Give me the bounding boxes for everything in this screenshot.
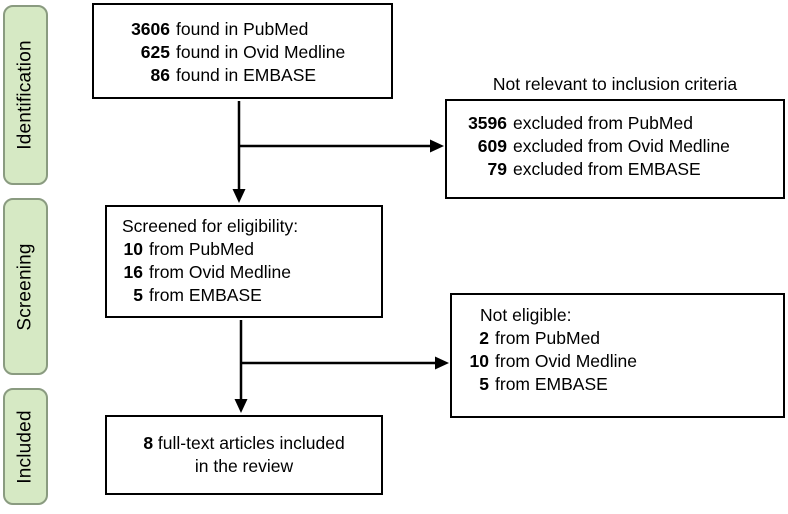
- stat-row: 10 from PubMed: [122, 238, 381, 261]
- stat-row: 79 excluded from EMBASE: [457, 158, 783, 181]
- stat-count: 86: [150, 65, 170, 85]
- stat-count: 16: [123, 262, 143, 282]
- stat-row: 10 from Ovid Medline: [467, 350, 783, 373]
- stage-pill-identification: Identification: [3, 5, 48, 185]
- stat-text: from Ovid Medline: [495, 351, 637, 371]
- not-eligible-box-heading: Not eligible:: [480, 305, 572, 325]
- stat-text: excluded from Ovid Medline: [513, 136, 730, 156]
- stage-label-identification: Identification: [14, 40, 36, 150]
- stage-pill-included: Included: [3, 388, 48, 505]
- stat-count: 10: [123, 239, 143, 259]
- stat-text: from EMBASE: [149, 285, 262, 305]
- stat-count: 79: [487, 159, 507, 179]
- stat-count: 5: [479, 374, 489, 394]
- stat-count: 10: [469, 351, 489, 371]
- stat-row: 2 from PubMed: [467, 327, 783, 350]
- stat-text: from Ovid Medline: [149, 262, 291, 282]
- stat-text: from EMBASE: [495, 374, 608, 394]
- not-eligible-box: Not eligible: 2 from PubMed 10 from Ovid…: [450, 293, 785, 418]
- excluded-box-caption: Not relevant to inclusion criteria: [492, 74, 738, 94]
- stat-count: 609: [477, 136, 507, 156]
- stat-row: 3606 found in PubMed: [125, 18, 391, 41]
- records-found-box: 3606 found in PubMed 625 found in Ovid M…: [92, 3, 393, 99]
- stage-label-included: Included: [14, 409, 36, 484]
- stat-count: 625: [140, 42, 170, 62]
- arrow-found-to-excluded: [240, 139, 444, 153]
- stat-count: 3596: [468, 113, 507, 133]
- stage-pill-screening: Screening: [3, 198, 48, 375]
- stat-text: found in EMBASE: [176, 65, 317, 85]
- stage-label-screening: Screening: [14, 242, 36, 331]
- stat-text: found in Ovid Medline: [176, 42, 346, 62]
- arrow-screened-to-included: [234, 320, 248, 413]
- stat-row: 625 found in Ovid Medline: [125, 41, 391, 64]
- stat-text: from PubMed: [495, 328, 601, 348]
- included-count: 8: [143, 433, 154, 453]
- included-box-line1: 8 full-text articles included: [143, 432, 344, 455]
- stat-count: 3606: [131, 19, 170, 39]
- stat-row: 86 found in EMBASE: [125, 64, 391, 87]
- stat-text: excluded from PubMed: [513, 113, 693, 133]
- arrow-screened-to-not-eligible: [241, 356, 449, 370]
- screened-box: Screened for eligibility: 10 from PubMed…: [105, 205, 383, 318]
- included-box-line2: in the review: [194, 456, 294, 476]
- included-box: 8 full-text articles included in the rev…: [105, 415, 383, 495]
- stat-text: found in PubMed: [176, 19, 309, 39]
- included-text: full-text articles included: [157, 433, 345, 453]
- stat-row: 5 from EMBASE: [122, 284, 381, 307]
- stat-row: 5 from EMBASE: [467, 373, 783, 396]
- records-excluded-box: 3596 excluded from PubMed 609 excluded f…: [445, 99, 785, 199]
- screened-box-heading: Screened for eligibility:: [122, 216, 299, 236]
- stat-row: 3596 excluded from PubMed: [457, 112, 783, 135]
- stat-count: 5: [133, 285, 143, 305]
- stat-row: 609 excluded from Ovid Medline: [457, 135, 783, 158]
- stat-row: 16 from Ovid Medline: [122, 261, 381, 284]
- arrow-found-to-screened: [232, 101, 246, 203]
- stat-text: from PubMed: [149, 239, 255, 259]
- stat-text: excluded from EMBASE: [513, 159, 701, 179]
- stat-count: 2: [479, 328, 489, 348]
